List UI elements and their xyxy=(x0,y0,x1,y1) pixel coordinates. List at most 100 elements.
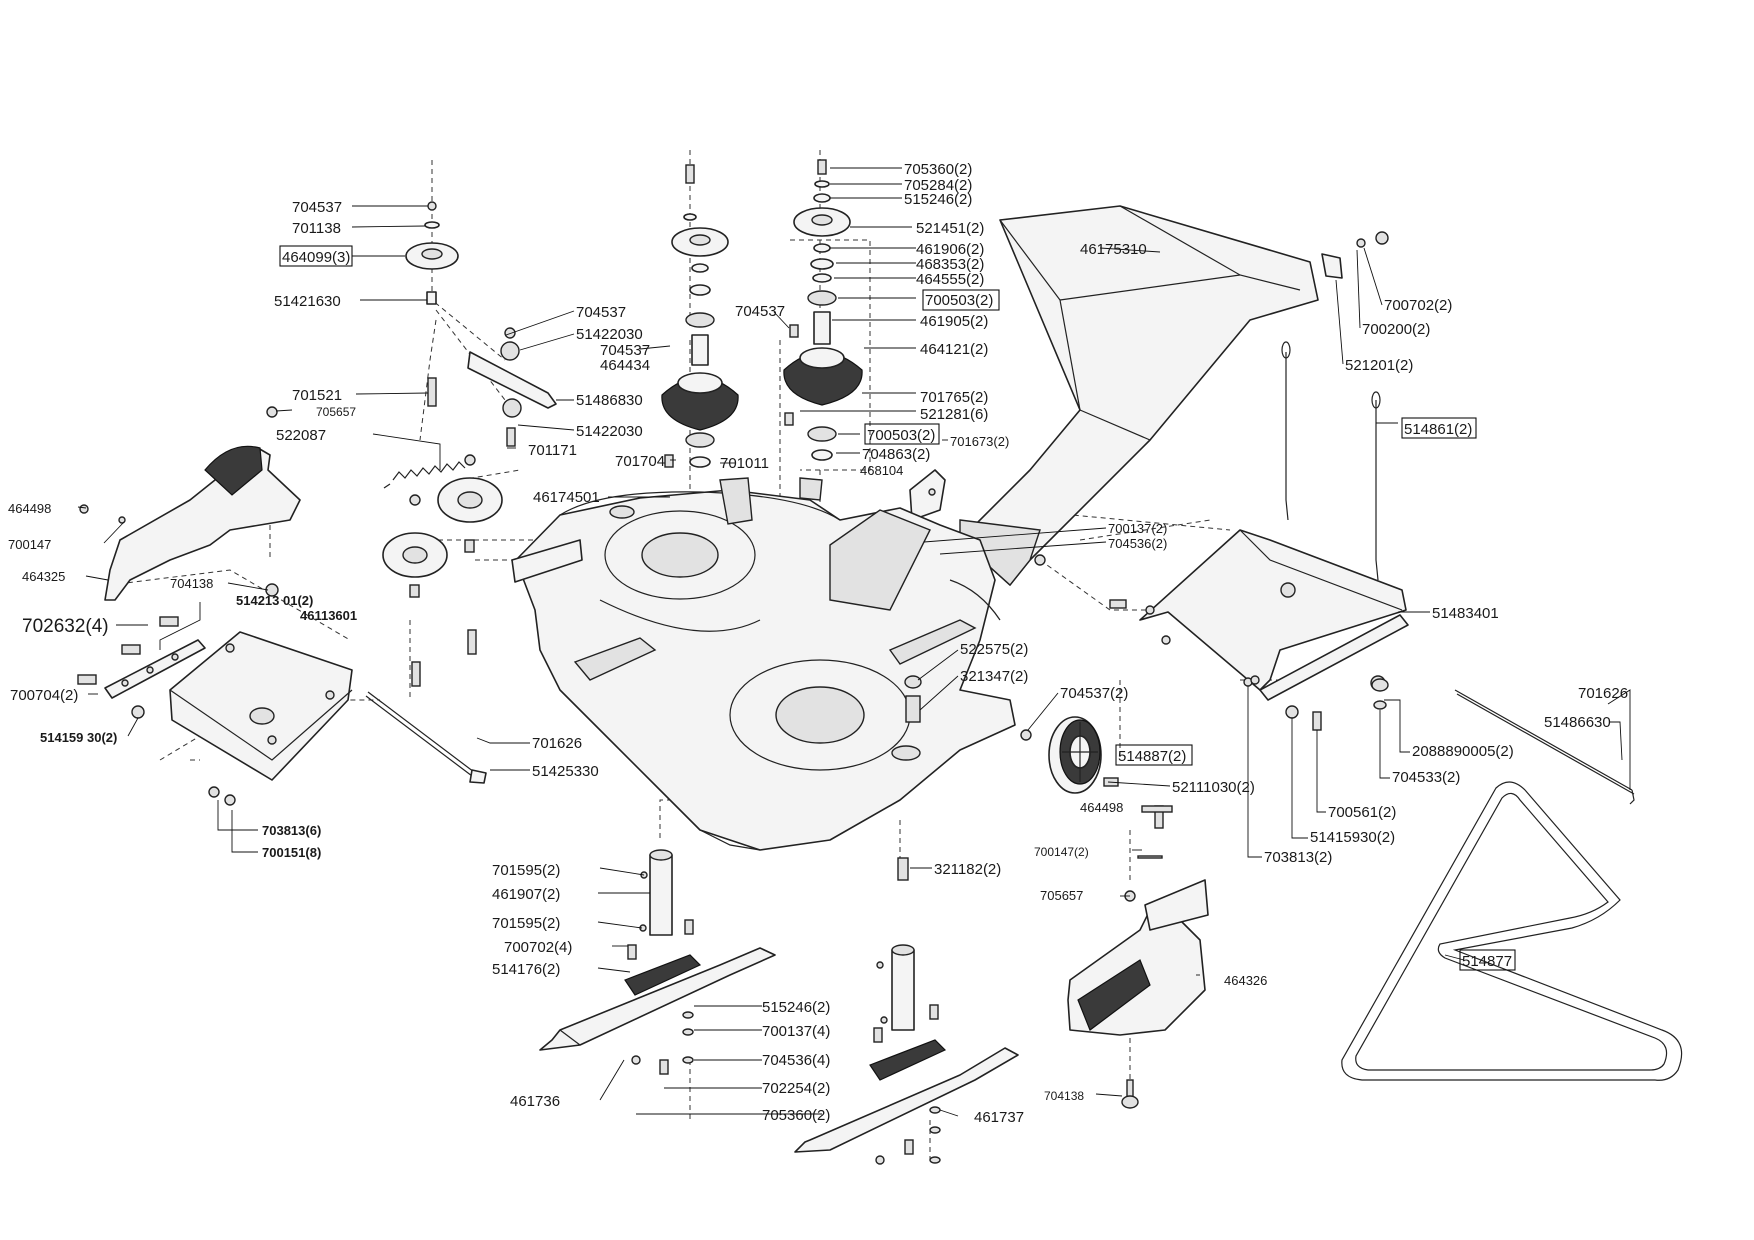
idler-arm-51486830 xyxy=(467,327,557,447)
label-464121: 464121(2) xyxy=(920,341,988,358)
label-522575: 522575(2) xyxy=(960,641,1028,658)
label-51425330: 51425330 xyxy=(532,763,599,780)
label-704537-a: 704537 xyxy=(292,199,342,216)
label-51421630: 51421630 xyxy=(274,293,341,310)
label-705284: 705284(2) xyxy=(904,177,972,194)
lift-cables-514861 xyxy=(1281,341,1381,581)
front-bracket-46113601 xyxy=(169,631,353,781)
bolt-321182-icon xyxy=(897,857,909,881)
label-51422030-a: 51422030 xyxy=(576,326,643,343)
label-514176: 514176(2) xyxy=(492,961,560,978)
label-701704: 701704 xyxy=(615,453,665,470)
label-51415930: 51415930(2) xyxy=(1310,829,1395,846)
label-701765: 701765(2) xyxy=(920,389,988,406)
stud-321347-icon xyxy=(905,695,921,723)
bottom-left-fasteners xyxy=(208,629,477,806)
label-700147-a: 700147 xyxy=(8,537,51,552)
label-52111030: 52111030(2) xyxy=(1172,779,1255,796)
label-464326: 464326 xyxy=(1224,973,1267,988)
label-468353: 468353(2) xyxy=(916,256,984,273)
label-704537-c: 704537 xyxy=(600,342,650,359)
label-700561: 700561(2) xyxy=(1328,804,1396,821)
label-701626-b: 701626 xyxy=(1578,685,1628,702)
frame-fasteners xyxy=(1250,675,1389,731)
label-701626-a: 701626 xyxy=(532,735,582,752)
label-704537-d: 704537 xyxy=(735,303,785,320)
nut-704537-icon xyxy=(504,327,516,339)
label-700151: 700151(8) xyxy=(262,845,321,860)
label-2088890005: 2088890005(2) xyxy=(1412,743,1514,760)
label-700147-b: 700147(2) xyxy=(1034,845,1089,859)
label-704536-b: 704536(4) xyxy=(762,1052,830,1069)
label-705657-a: 705657 xyxy=(316,405,356,419)
left-pulley-stack xyxy=(405,201,459,305)
rod-51486630-icon xyxy=(1454,689,1635,805)
label-515246-b: 515246(2) xyxy=(762,999,830,1016)
label-514159-30: 514159 30(2) xyxy=(40,730,117,745)
label-700137-a: 700137(2) xyxy=(1108,521,1167,536)
lift-frame-51483401 xyxy=(1109,529,1409,701)
label-51422030-b: 51422030 xyxy=(576,423,643,440)
label-704537-b: 704537 xyxy=(576,304,626,321)
label-521201: 521201(2) xyxy=(1345,357,1413,374)
label-700503-a: 700503(2) xyxy=(925,292,993,309)
washer-701138-icon xyxy=(424,221,440,229)
label-700137-b: 700137(4) xyxy=(762,1023,830,1040)
label-464498-a: 464498 xyxy=(8,501,51,516)
collection-chute-46175310 xyxy=(959,205,1319,587)
label-514887: 514887(2) xyxy=(1118,748,1186,765)
label-700702-b: 700702(4) xyxy=(504,939,572,956)
label-703813-b: 703813(2) xyxy=(1264,849,1332,866)
label-461737: 461737 xyxy=(974,1109,1024,1126)
label-514877: 514877 xyxy=(1462,953,1512,970)
deck-fasteners xyxy=(904,675,1032,741)
label-705360-a: 705360(2) xyxy=(904,161,972,178)
label-51486630: 51486630 xyxy=(1544,714,1611,731)
label-464099: 464099(3) xyxy=(282,249,350,266)
bushing-51422030-lower-icon xyxy=(502,398,522,418)
label-461907: 461907(2) xyxy=(492,886,560,903)
idler-pulleys-pair xyxy=(382,454,503,598)
label-700200: 700200(2) xyxy=(1362,321,1430,338)
label-46113601: 46113601 xyxy=(300,608,357,623)
label-464325: 464325 xyxy=(22,569,65,584)
label-701673: 701673(2) xyxy=(950,434,1009,449)
label-515246-a: 515246(2) xyxy=(904,191,972,208)
rod-51425330-icon xyxy=(365,691,487,784)
label-700702-a: 700702(2) xyxy=(1384,297,1452,314)
label-700503-b: 700503(2) xyxy=(867,427,935,444)
label-51483401: 51483401 xyxy=(1432,605,1499,622)
label-522087: 522087 xyxy=(276,427,326,444)
label-704536-a: 704536(2) xyxy=(1108,536,1167,551)
label-46175310: 46175310 xyxy=(1080,241,1147,258)
label-461906: 461906(2) xyxy=(916,241,984,258)
label-702632: 702632(4) xyxy=(22,616,109,637)
deflector-464326 xyxy=(1067,879,1209,1109)
rear-bracket-464325 xyxy=(79,445,301,601)
label-514861: 514861(2) xyxy=(1404,421,1472,438)
spring-522087-icon xyxy=(383,461,466,489)
label-701171: 701171 xyxy=(528,442,577,459)
label-321347: 321347(2) xyxy=(960,668,1028,685)
bracket-521201-icon xyxy=(1321,231,1389,279)
part-labels: 704537 701138 464099(3) 51421630 704537 … xyxy=(8,161,1628,1126)
label-464555: 464555(2) xyxy=(916,271,984,288)
label-521451: 521451(2) xyxy=(916,220,984,237)
bolt-701521-icon xyxy=(266,377,437,418)
mower-deck-46174501 xyxy=(511,477,1016,851)
label-464434: 464434 xyxy=(600,357,650,374)
right-spindle-stack xyxy=(783,159,863,461)
deflector-bracket-468104 xyxy=(909,469,946,521)
label-468104: 468104 xyxy=(860,463,903,478)
gauge-wheel-514887 xyxy=(1048,716,1173,859)
label-461905: 461905(2) xyxy=(920,313,988,330)
label-boxes xyxy=(279,245,1516,971)
label-704138-b: 704138 xyxy=(1044,1089,1084,1103)
label-321182: 321182(2) xyxy=(934,861,1001,878)
bracket-plate-514213 xyxy=(77,616,206,719)
label-700704: 700704(2) xyxy=(10,687,78,704)
nut-704537-icon xyxy=(427,201,437,211)
label-702254: 702254(2) xyxy=(762,1080,830,1097)
